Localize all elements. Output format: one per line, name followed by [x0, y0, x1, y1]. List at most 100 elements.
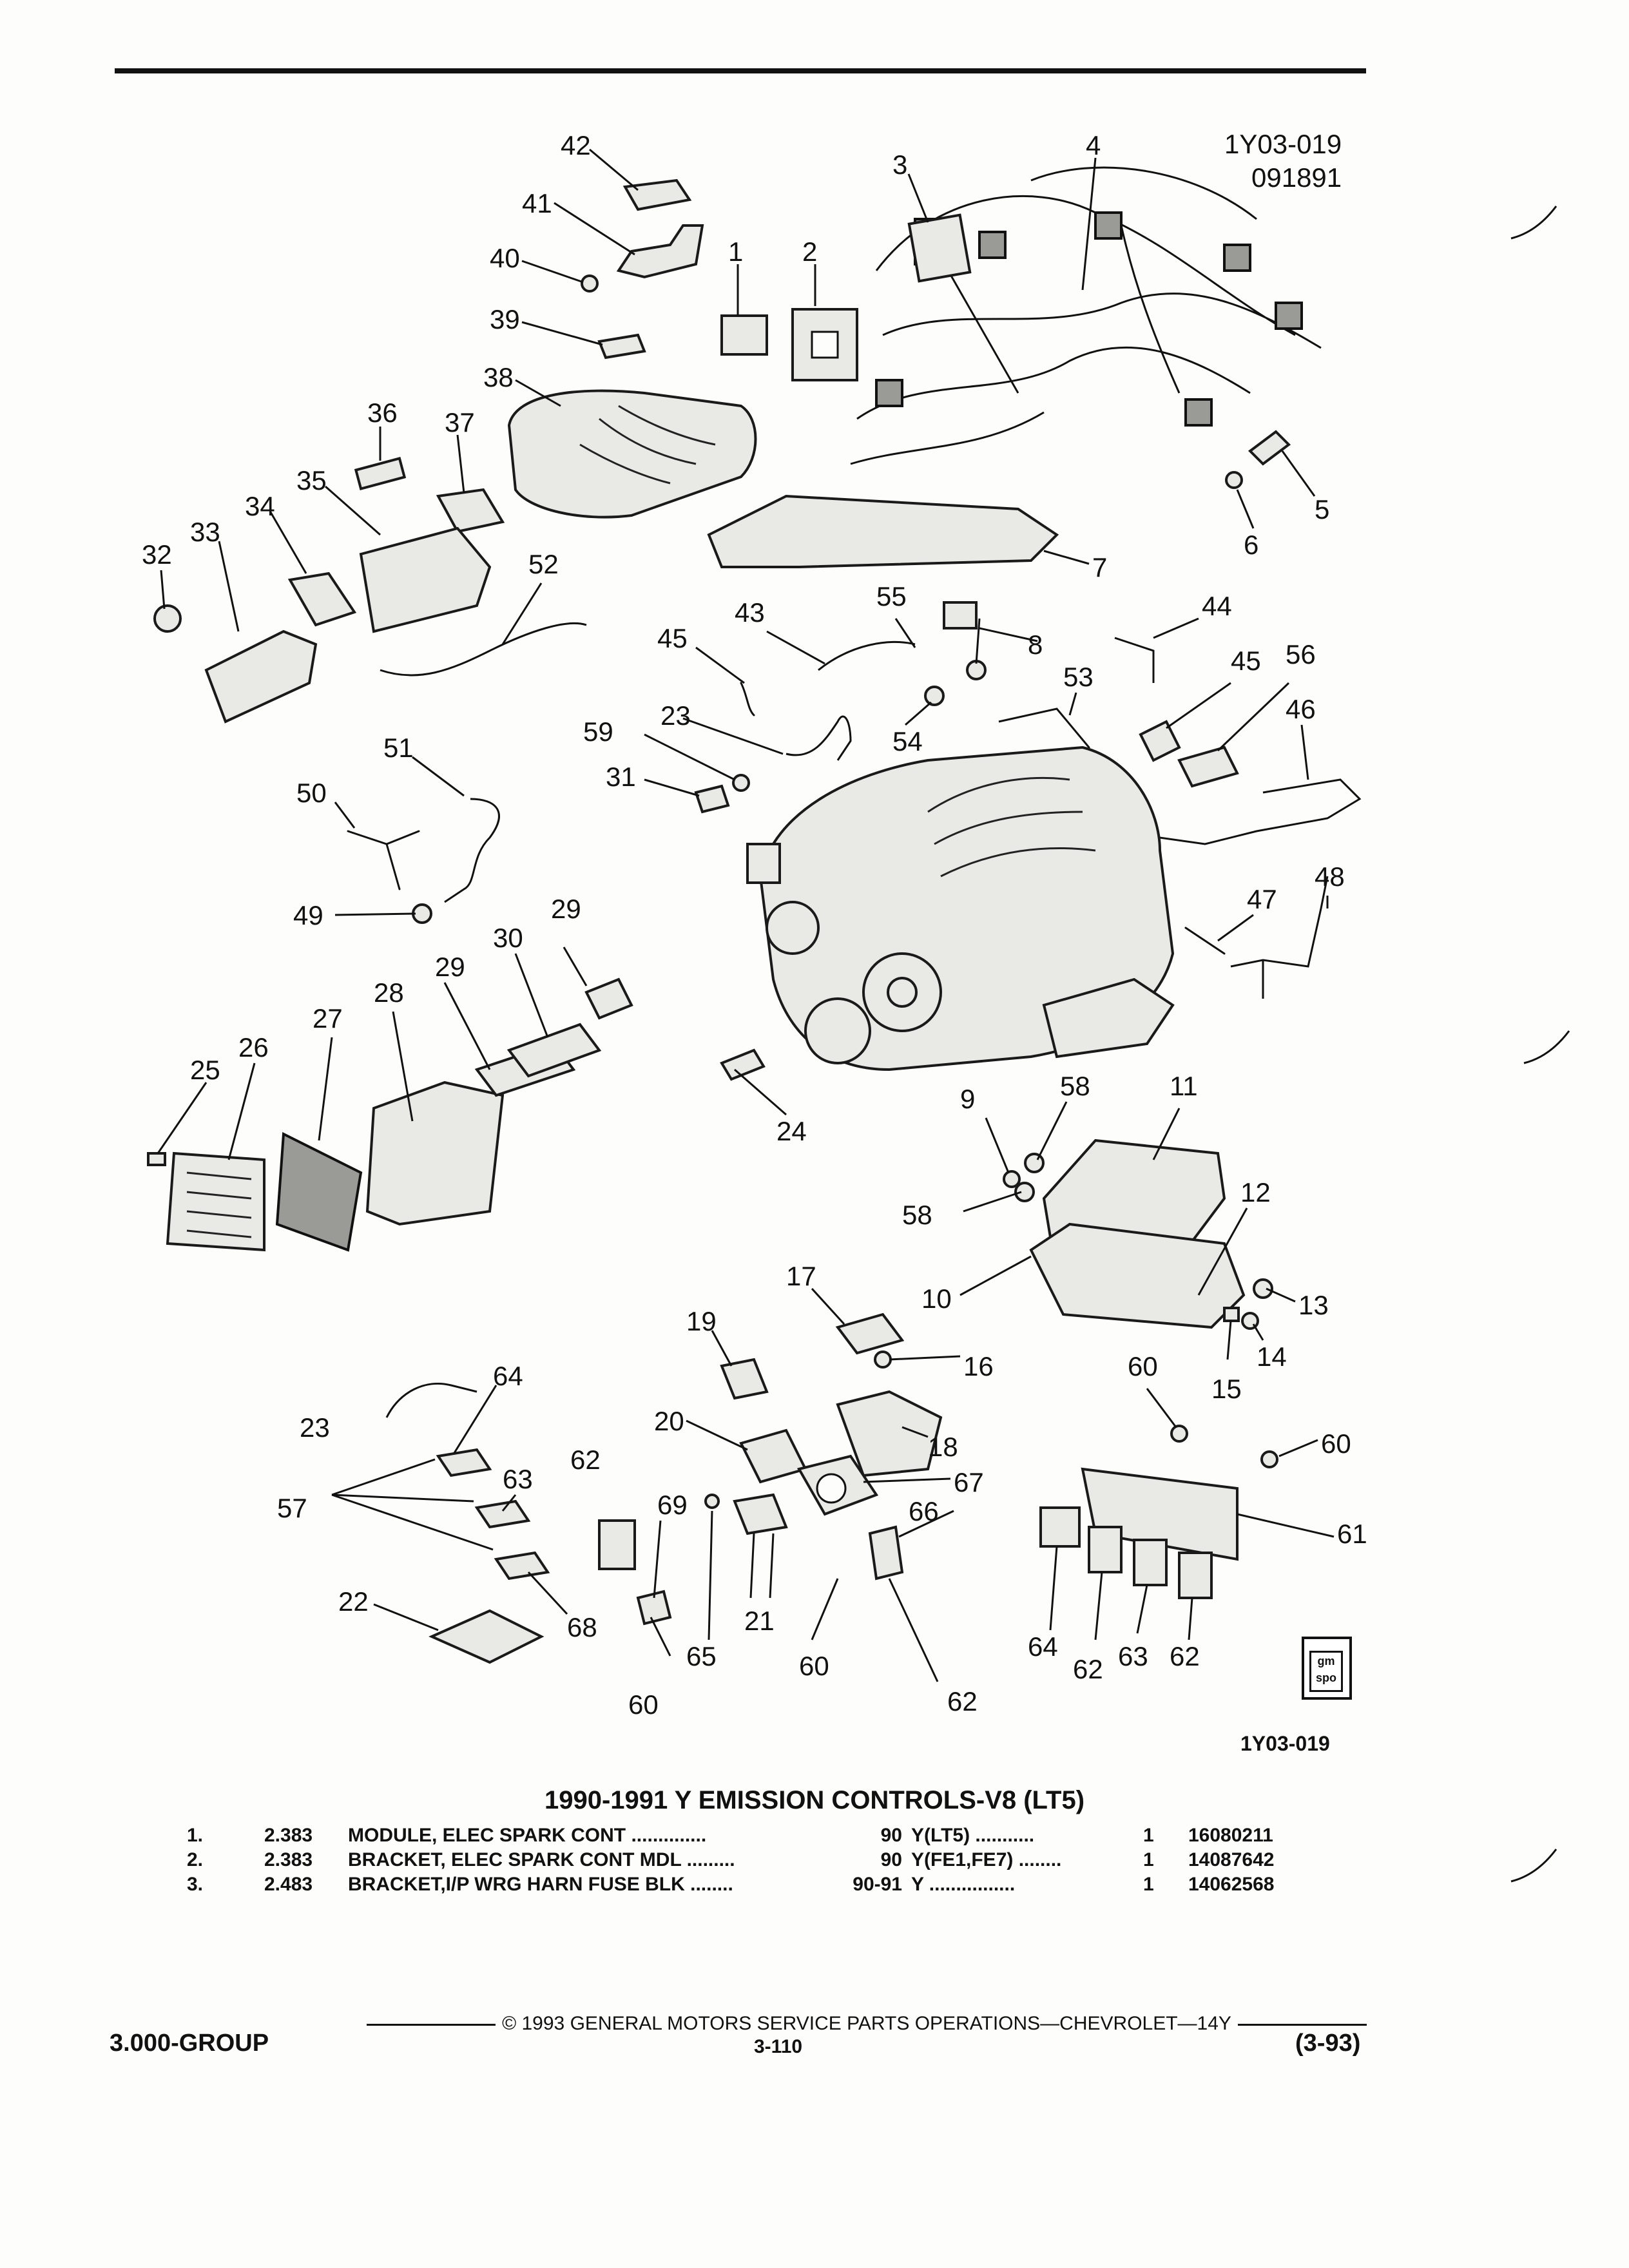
bolt-15	[1223, 1307, 1240, 1322]
callout-label: 1	[728, 236, 743, 267]
hose-50	[347, 830, 420, 890]
pipe-48	[1230, 876, 1329, 999]
callout-label: 63	[503, 1464, 533, 1494]
bracket-hole	[811, 331, 839, 359]
parts-row: 3. 2.483 BRACKET,I/P WRG HARN FUSE BLK .…	[187, 1872, 1398, 1897]
callout-label: 11	[1170, 1071, 1198, 1101]
callout-label: 14	[1257, 1341, 1287, 1372]
sensor-63a	[436, 1448, 492, 1477]
callout-label: 68	[567, 1612, 597, 1642]
callout-label: 25	[190, 1055, 220, 1085]
callout-label: 15	[1211, 1374, 1242, 1404]
pipe-52	[380, 622, 587, 677]
group-number: 2.383	[264, 1849, 313, 1870]
air-filter-27	[275, 1131, 363, 1252]
sensor-31	[694, 784, 730, 814]
callout-label: 37	[445, 407, 475, 437]
sensor-23	[786, 715, 852, 761]
footer-rule-left	[367, 2023, 496, 2026]
item-number: 2.	[187, 1849, 204, 1870]
callout-label: 58	[902, 1200, 932, 1230]
connector-19	[720, 1358, 769, 1400]
callout-label: 29	[435, 952, 465, 982]
callout-labels: 42 41 40 39 38 36 37 35 34 33 32 1 2 3 4…	[142, 130, 1367, 1720]
callout-label: 38	[483, 362, 514, 392]
leader-dots: .........	[681, 1849, 735, 1870]
relay-64	[1039, 1506, 1081, 1548]
ecm-bracket-12	[1029, 1222, 1246, 1329]
wiring-harness	[850, 166, 1322, 465]
washer-58b	[1014, 1182, 1035, 1202]
callout-label: 44	[1202, 591, 1232, 621]
callout-label: 62	[1170, 1641, 1200, 1671]
callout-label: 6	[1244, 530, 1258, 560]
callout-label: 7	[1092, 552, 1107, 582]
quantity: 1	[1143, 1825, 1154, 1846]
callout-label: 60	[1321, 1428, 1351, 1459]
parts-row: 2. 2.383 BRACKET, ELEC SPARK CONT MDL ..…	[187, 1848, 1398, 1872]
gasket-hole	[816, 1473, 847, 1504]
clip-65	[704, 1494, 720, 1509]
part-detail: , ELEC SPARK CONT	[432, 1825, 626, 1846]
callout-label: 63	[1118, 1641, 1148, 1671]
model-years: 90-91	[853, 1874, 902, 1895]
sensor-63b	[474, 1499, 531, 1529]
callout-label: 60	[628, 1689, 659, 1720]
relay-62b	[1178, 1552, 1213, 1599]
callout-label: 23	[660, 700, 691, 731]
callout-label: 47	[1247, 884, 1277, 914]
part-description: BRACKET,I/P WRG HARN FUSE BLK ........	[348, 1874, 812, 1896]
callout-label: 19	[686, 1306, 717, 1336]
plate-22	[429, 1609, 545, 1664]
connectors-21	[733, 1493, 788, 1535]
application: Y ................	[911, 1874, 1016, 1895]
sensor-5	[1248, 430, 1291, 466]
callout-label: 55	[876, 581, 907, 611]
gasket-37	[436, 488, 505, 533]
relay-62-mid	[598, 1519, 636, 1570]
callout-label: 40	[490, 243, 520, 273]
callout-label: 36	[367, 398, 398, 428]
part-name: BRACKET	[348, 1849, 441, 1870]
scan-mark	[1523, 1030, 1570, 1064]
hose-44	[1114, 637, 1155, 683]
relay-62a	[1088, 1526, 1123, 1573]
sensor-68	[494, 1551, 550, 1581]
callout-label: 22	[338, 1586, 369, 1617]
callout-label: 28	[374, 977, 404, 1008]
cap-45b	[1139, 720, 1181, 762]
date-code: 091891	[1251, 162, 1342, 193]
callout-label: 61	[1337, 1519, 1367, 1549]
item-number: 1.	[187, 1825, 204, 1846]
bolt-25	[147, 1152, 166, 1166]
part-number: 16080211	[1188, 1825, 1273, 1846]
nut-13	[1253, 1278, 1273, 1299]
callout-label: 60	[799, 1651, 829, 1681]
connector-20	[739, 1428, 807, 1484]
callout-label: 24	[776, 1116, 807, 1146]
callout-label: 60	[1128, 1351, 1158, 1381]
relay-8	[943, 601, 978, 629]
bracket-42	[622, 178, 692, 211]
callout-label: 29	[551, 894, 581, 924]
duct-30	[506, 1023, 602, 1078]
fitting-55	[966, 660, 987, 680]
callout-label: 23	[300, 1412, 330, 1443]
intake-runners	[579, 405, 716, 485]
washer-59	[732, 774, 750, 792]
callout-label: 45	[657, 623, 688, 653]
bracket-41	[616, 224, 704, 279]
model-years: 90	[880, 1825, 902, 1846]
nut-9	[1003, 1170, 1021, 1188]
part-number: 14062568	[1188, 1874, 1275, 1895]
callout-label: 45	[1231, 646, 1261, 676]
quantity: 1	[1143, 1849, 1154, 1870]
part-description: MODULE, ELEC SPARK CONT ..............	[348, 1825, 812, 1847]
part-number: 14087642	[1188, 1849, 1275, 1870]
sensor-17	[835, 1312, 905, 1355]
callout-label: 64	[1028, 1631, 1058, 1662]
callout-label: 5	[1315, 494, 1329, 524]
callout-label: 20	[654, 1406, 684, 1436]
callout-label: 3	[892, 149, 907, 180]
fuse-block-bracket	[907, 213, 972, 283]
